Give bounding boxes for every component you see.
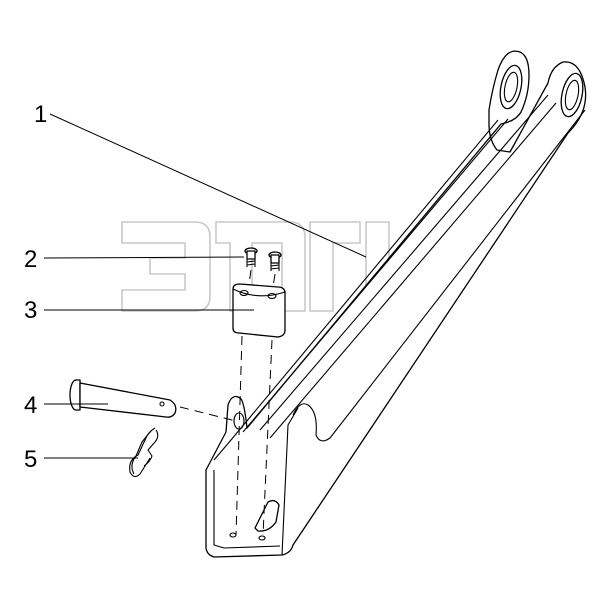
leader-2 [43, 256, 245, 259]
pin-part [69, 379, 177, 418]
clamp-block-part [232, 283, 286, 338]
callout-4: 4 [24, 392, 37, 419]
callout-1: 1 [34, 101, 47, 128]
screw-right [268, 251, 282, 271]
leader-lines [43, 113, 367, 459]
callout-3: 3 [24, 297, 37, 324]
screw-left [244, 247, 258, 267]
spring-clip-part [129, 427, 159, 478]
arm-part [205, 50, 587, 558]
callout-5: 5 [24, 446, 37, 473]
leader-1 [49, 113, 367, 258]
screws-part [244, 247, 282, 271]
callout-2: 2 [24, 246, 37, 273]
assembly-lines [179, 269, 276, 536]
callout-labels: 1 2 3 4 5 [24, 101, 47, 473]
